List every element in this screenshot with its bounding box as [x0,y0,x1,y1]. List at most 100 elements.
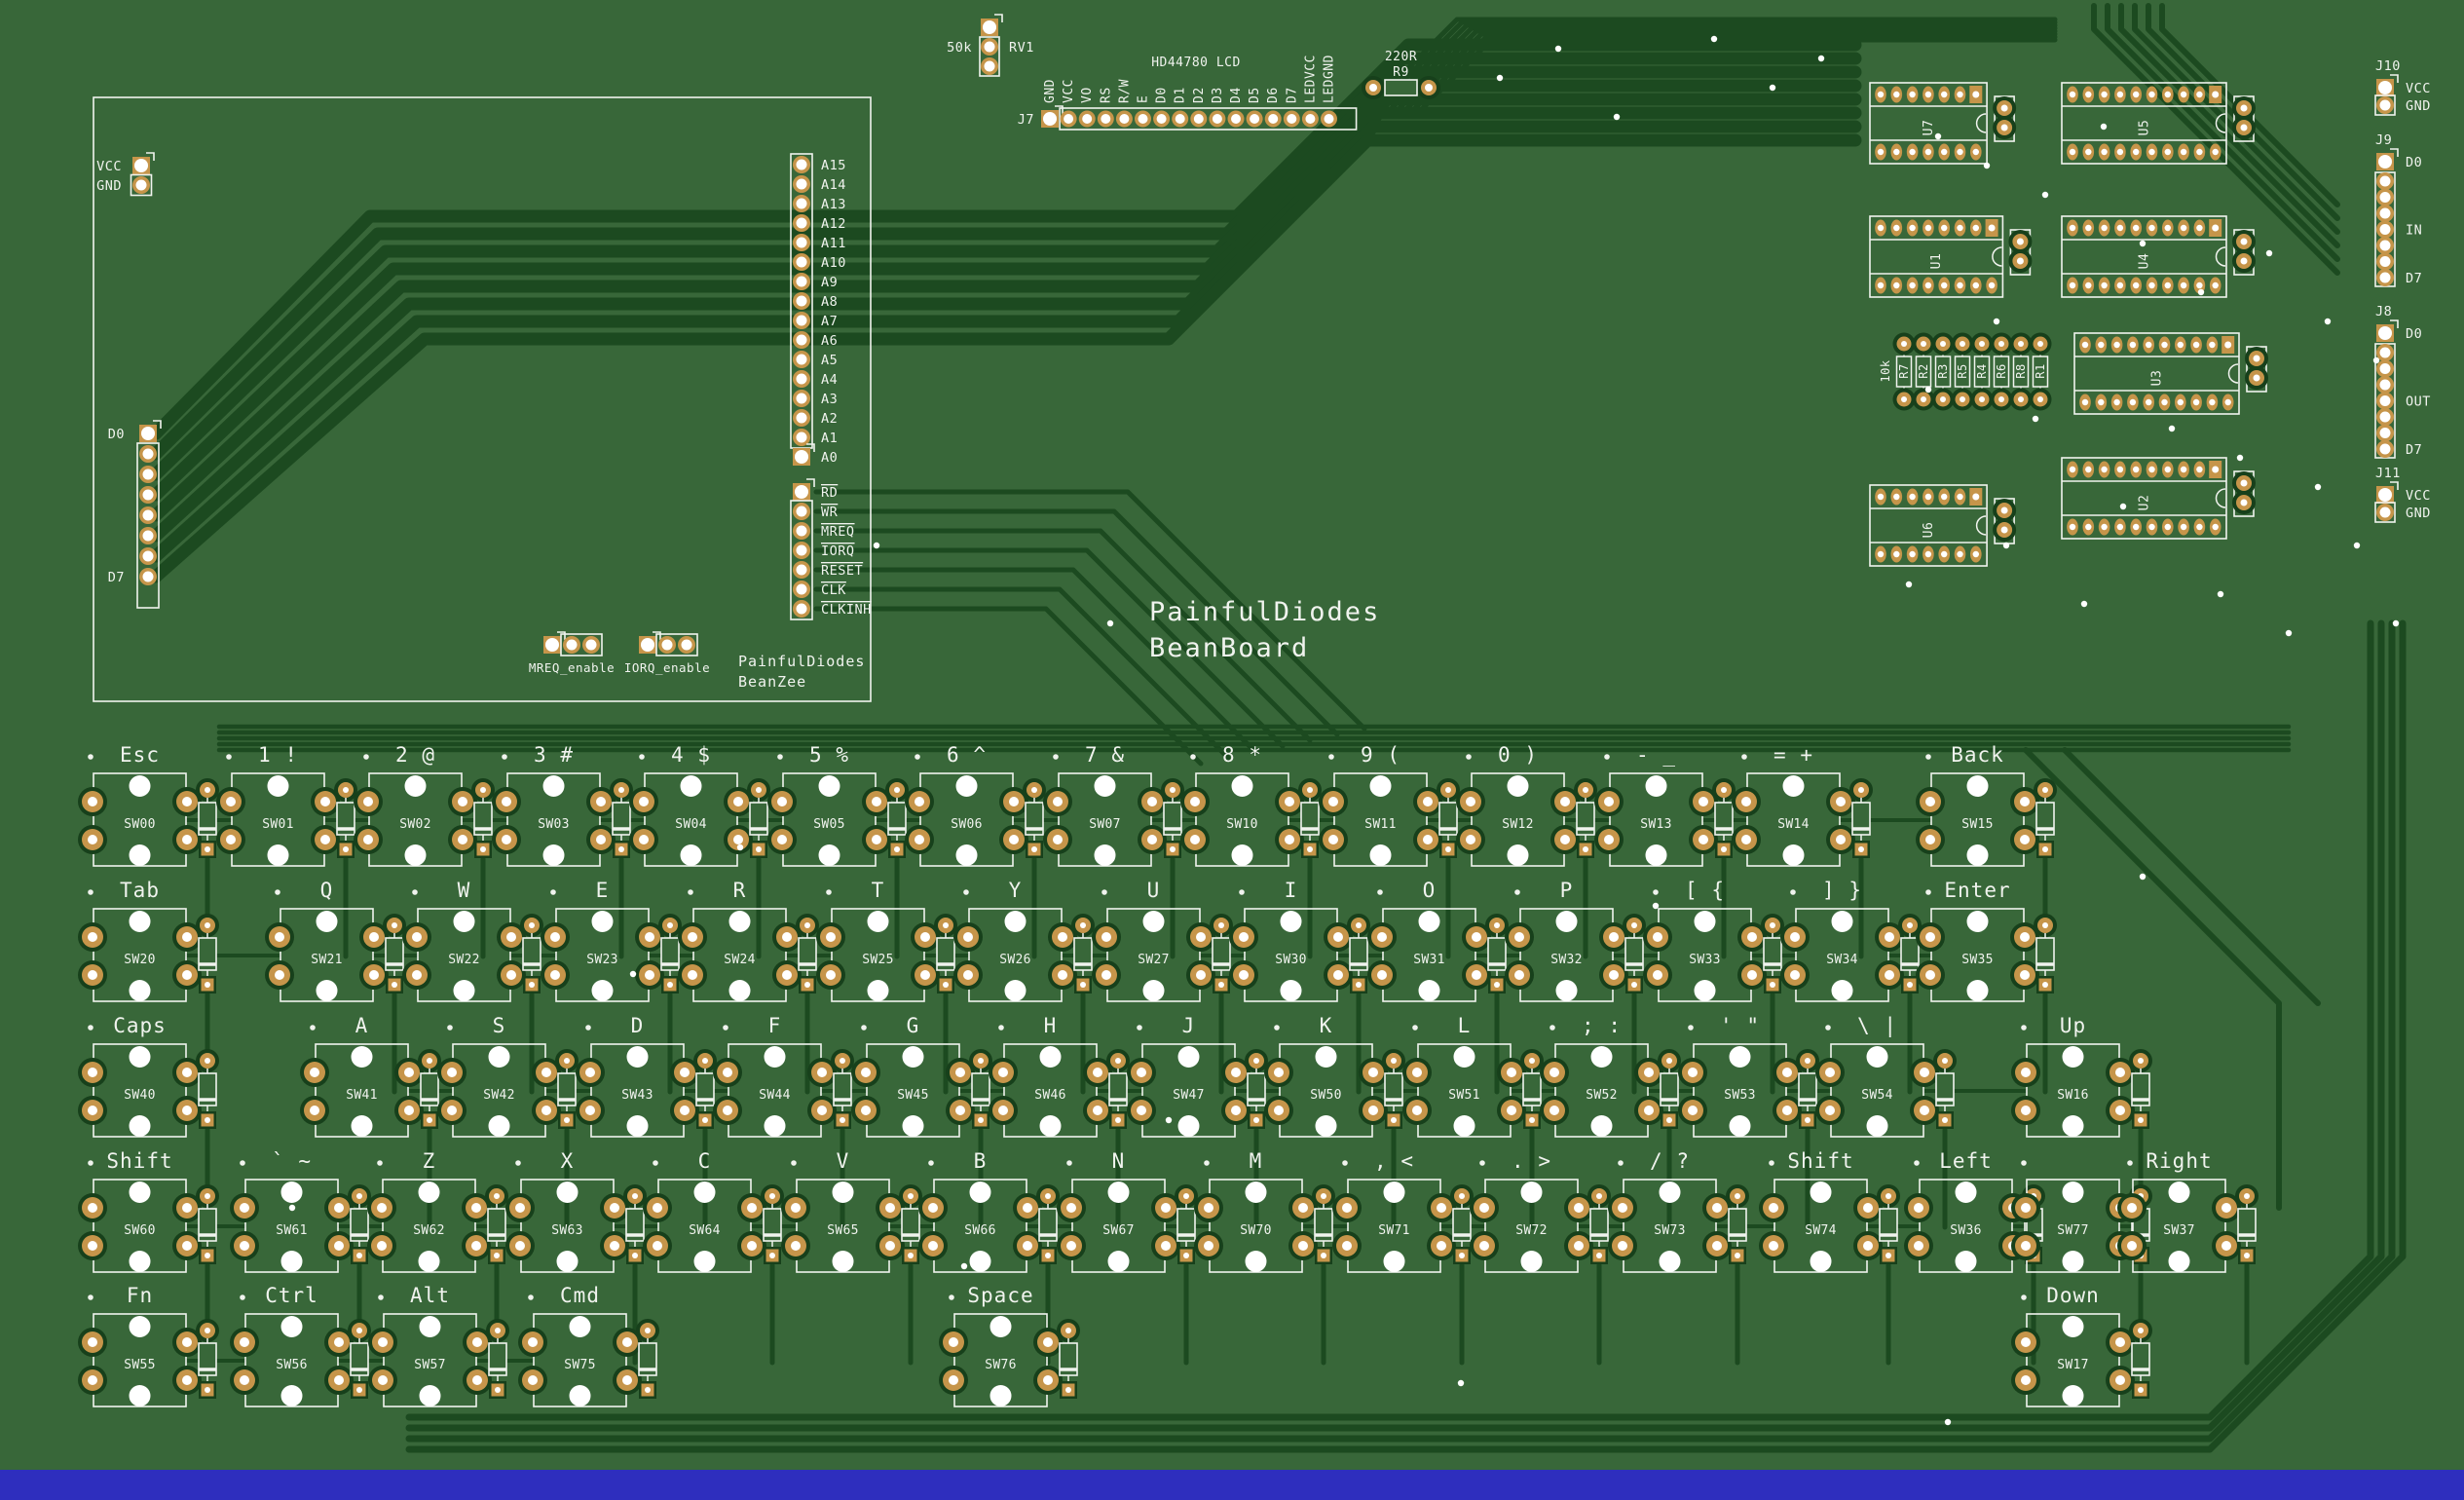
key-switch-SW04[interactable] [629,772,753,867]
key-switch-SW02[interactable] [354,772,477,867]
diode-SW76[interactable] [1057,1319,1080,1399]
resistor-array[interactable] [1892,332,2052,411]
diode-SW04[interactable] [747,778,770,858]
diode-SW53[interactable] [1796,1049,1819,1129]
key-switch-SW32[interactable] [1505,908,1628,1002]
diode-SW57[interactable] [486,1319,509,1399]
key-switch-SW41[interactable] [300,1043,424,1138]
key-switch-SW37[interactable] [2117,1179,2241,1273]
key-switch-SW34[interactable] [1780,908,1904,1002]
diode-SW14[interactable] [1849,778,1873,858]
key-switch-SW17[interactable] [2011,1313,2135,1407]
diode-SW27[interactable] [1210,914,1233,994]
diode-SW65[interactable] [899,1184,922,1264]
diode-SW10[interactable] [1298,778,1322,858]
ic-socket-U2[interactable] [2061,457,2256,540]
diode-SW22[interactable] [520,914,543,994]
diode-SW62[interactable] [485,1184,508,1264]
diode-SW05[interactable] [885,778,909,858]
diode-SW71[interactable] [1450,1184,1474,1264]
key-switch-SW47[interactable] [1127,1043,1251,1138]
key-switch-SW06[interactable] [905,772,1028,867]
ic-socket-U7[interactable] [1869,82,2017,165]
key-switch-SW26[interactable] [953,908,1077,1002]
key-switch-SW56[interactable] [230,1313,354,1407]
diode-SW75[interactable] [636,1319,659,1399]
key-switch-SW53[interactable] [1678,1043,1802,1138]
key-switch-SW65[interactable] [781,1179,905,1273]
key-switch-SW72[interactable] [1470,1179,1593,1273]
diode-SW37[interactable] [2235,1184,2259,1264]
diode-SW70[interactable] [1312,1184,1335,1264]
key-switch-SW57[interactable] [368,1313,492,1407]
key-switch-SW55[interactable] [78,1313,202,1407]
key-switch-SW63[interactable] [505,1179,629,1273]
diode-SW66[interactable] [1036,1184,1060,1264]
jumper-IORQ_enable[interactable] [639,631,698,656]
diode-SW42[interactable] [555,1049,579,1129]
header-J7[interactable] [1041,105,1358,131]
key-switch-SW52[interactable] [1540,1043,1663,1138]
diode-SW31[interactable] [1485,914,1509,994]
diode-SW00[interactable] [196,778,219,858]
ic-socket-U3[interactable] [2073,332,2268,415]
key-switch-SW00[interactable] [78,772,202,867]
key-switch-SW16[interactable] [2011,1043,2135,1138]
key-switch-SW10[interactable] [1180,772,1304,867]
diode-SW33[interactable] [1761,914,1784,994]
diode-SW02[interactable] [471,778,495,858]
key-switch-SW61[interactable] [230,1179,354,1273]
key-switch-SW44[interactable] [713,1043,837,1138]
diode-SW45[interactable] [969,1049,992,1129]
diode-SW72[interactable] [1587,1184,1611,1264]
key-switch-SW76[interactable] [939,1313,1063,1407]
key-switch-SW13[interactable] [1594,772,1718,867]
key-switch-SW25[interactable] [816,908,940,1002]
diode-SW06[interactable] [1023,778,1046,858]
diode-SW26[interactable] [1071,914,1095,994]
diode-SW44[interactable] [831,1049,854,1129]
header-J11[interactable] [2374,481,2399,523]
key-switch-SW50[interactable] [1264,1043,1388,1138]
diode-SW63[interactable] [623,1184,647,1264]
key-switch-SW42[interactable] [437,1043,561,1138]
header-J10[interactable] [2374,74,2399,116]
diode-SW52[interactable] [1658,1049,1681,1129]
key-switch-SW60[interactable] [78,1179,202,1273]
ic-socket-U1[interactable] [1869,215,2033,298]
key-switch-SW30[interactable] [1229,908,1353,1002]
diode-SW25[interactable] [934,914,957,994]
diode-SW50[interactable] [1382,1049,1405,1129]
diode-SW07[interactable] [1161,778,1184,858]
ic-socket-U4[interactable] [2061,215,2256,298]
diode-SW01[interactable] [334,778,357,858]
resistor-R9[interactable] [1362,76,1440,99]
diode-SW16[interactable] [2129,1049,2152,1129]
diode-SW43[interactable] [693,1049,717,1129]
key-switch-SW11[interactable] [1319,772,1442,867]
diode-SW61[interactable] [348,1184,371,1264]
key-switch-SW74[interactable] [1759,1179,1883,1273]
key-switch-SW67[interactable] [1057,1179,1180,1273]
key-switch-SW24[interactable] [678,908,802,1002]
key-switch-SW14[interactable] [1732,772,1855,867]
key-switch-SW22[interactable] [402,908,526,1002]
header-J8[interactable] [2374,319,2399,459]
diode-SW35[interactable] [2034,914,2057,994]
diode-SW12[interactable] [1574,778,1597,858]
diode-SW24[interactable] [796,914,819,994]
diode-SW54[interactable] [1933,1049,1957,1129]
diode-SW60[interactable] [196,1184,219,1264]
diode-SW13[interactable] [1712,778,1736,858]
key-switch-SW46[interactable] [989,1043,1112,1138]
jumper-MREQ_enable[interactable] [543,631,603,656]
key-switch-SW05[interactable] [767,772,891,867]
key-switch-SW66[interactable] [918,1179,1042,1273]
key-switch-SW43[interactable] [576,1043,699,1138]
diode-SW74[interactable] [1877,1184,1900,1264]
key-switch-SW20[interactable] [78,908,202,1002]
diode-SW32[interactable] [1623,914,1646,994]
key-switch-SW73[interactable] [1608,1179,1732,1273]
key-switch-SW03[interactable] [492,772,616,867]
key-switch-SW75[interactable] [518,1313,642,1407]
